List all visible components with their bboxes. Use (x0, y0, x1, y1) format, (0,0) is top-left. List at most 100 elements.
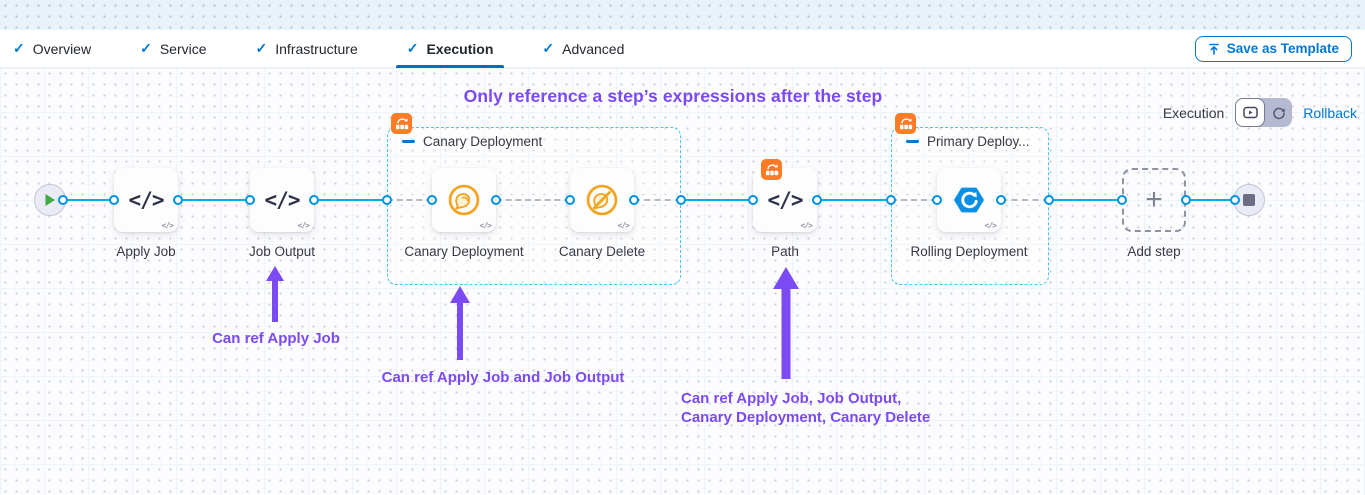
check-icon: ✓ (140, 40, 152, 56)
pipeline-edge (314, 199, 387, 201)
tab-label: Overview (32, 40, 92, 57)
step-node-job-output[interactable]: </> </> (250, 168, 314, 232)
step-type-code-icon: </> (479, 221, 492, 230)
connector-port[interactable] (886, 195, 896, 205)
annotation-note-3-line1: Can ref Apply Job, Job Output, (681, 390, 902, 407)
tab-label: Advanced (562, 40, 625, 57)
connector-port[interactable] (173, 195, 183, 205)
step-node-canary-deployment[interactable]: </> (432, 168, 496, 232)
add-step-button[interactable]: + (1122, 168, 1186, 232)
step-node-apply-job[interactable]: </> </> (114, 168, 178, 232)
collapse-icon[interactable] (906, 140, 919, 143)
step-label-apply-job: Apply Job (116, 244, 176, 259)
annotation-note-2: Can ref Apply Job and Job Output (381, 369, 625, 386)
rolling-deployment-icon (952, 183, 986, 217)
check-icon: ✓ (255, 40, 268, 56)
step-label-rolling-deployment: Rolling Deployment (910, 244, 1028, 259)
connector-port[interactable] (996, 195, 1006, 205)
step-type-code-icon: </> (617, 221, 630, 230)
step-node-canary-delete[interactable]: </> (570, 168, 634, 232)
stop-icon (1243, 194, 1255, 206)
pipeline-edge-dashed (634, 199, 681, 201)
connector-port[interactable] (1044, 195, 1054, 205)
connector-port[interactable] (676, 195, 686, 205)
tab-execution[interactable]: ✓ Execution (395, 30, 505, 68)
connector-port[interactable] (1117, 195, 1127, 205)
step-label-job-output: Job Output (248, 244, 316, 259)
step-type-code-icon: </> (161, 221, 174, 230)
connector-port[interactable] (245, 195, 255, 205)
connector-port[interactable] (932, 195, 942, 205)
step-node-rolling-deployment[interactable]: </> (937, 168, 1001, 232)
annotation-arrow-canary-deployment (450, 286, 470, 360)
code-icon: </> (767, 188, 804, 212)
stage-tab-bar: ✓ Overview ✓ Service ✓ Infrastructure ✓ … (0, 30, 1365, 68)
connector-port[interactable] (491, 195, 501, 205)
rollback-link[interactable]: Rollback (1303, 104, 1357, 121)
step-type-code-icon: </> (297, 221, 310, 230)
step-type-code-icon: </> (984, 221, 997, 230)
rolling-strategy-badge-icon (391, 113, 412, 134)
pipeline-edge-dashed (1001, 199, 1049, 201)
connector-port[interactable] (58, 195, 68, 205)
tab-overview[interactable]: ✓ Overview (2, 30, 102, 67)
collapse-icon[interactable] (402, 140, 415, 143)
rollback-segment[interactable] (1265, 98, 1292, 127)
step-label-path: Path (771, 244, 799, 259)
play-icon (44, 193, 56, 207)
pipeline-edge (63, 199, 114, 201)
execution-segment[interactable] (1235, 98, 1266, 127)
connector-port[interactable] (565, 195, 575, 205)
execution-toggle-label: Execution (1162, 104, 1225, 121)
rollback-icon (1272, 106, 1286, 120)
connector-port[interactable] (382, 195, 392, 205)
pipeline-edge (178, 199, 250, 201)
connector-port[interactable] (1181, 195, 1191, 205)
tab-service[interactable]: ✓ Service (129, 30, 217, 67)
tab-infrastructure[interactable]: ✓ Infrastructure (245, 30, 369, 67)
pipeline-canvas[interactable]: Only reference a step’s expressions afte… (0, 68, 1365, 495)
canvas-top-strip (0, 0, 1365, 30)
execution-rollback-toggle[interactable] (1235, 98, 1293, 127)
code-icon: </> (128, 188, 165, 212)
pipeline-edge (681, 199, 753, 201)
pipeline-edge-dashed (496, 199, 570, 201)
tab-label: Service (159, 40, 207, 57)
step-type-code-icon: </> (800, 221, 813, 230)
annotation-title: Only reference a step’s expressions afte… (463, 86, 883, 106)
check-icon: ✓ (406, 40, 419, 56)
connector-port[interactable] (1230, 195, 1240, 205)
tab-advanced[interactable]: ✓ Advanced (531, 30, 635, 67)
group-label: Primary Deploy... (927, 134, 1030, 149)
add-step-label: Add step (1127, 244, 1181, 259)
connector-port[interactable] (629, 195, 639, 205)
execution-icon (1243, 106, 1258, 119)
check-icon: ✓ (13, 40, 25, 56)
canary-delete-icon (584, 182, 620, 218)
execution-rollback-control: Execution Rollback (1163, 98, 1357, 127)
annotation-note-3-line2: Canary Deployment, Canary Delete (681, 409, 931, 426)
save-as-template-label: Save as Template (1226, 41, 1339, 56)
group-label: Canary Deployment (423, 134, 543, 149)
pipeline-edge (817, 199, 891, 201)
canary-icon (446, 182, 482, 218)
connector-port[interactable] (109, 195, 119, 205)
pipeline-edge (1186, 199, 1235, 201)
connector-port[interactable] (427, 195, 437, 205)
save-as-template-button[interactable]: Save as Template (1194, 35, 1352, 62)
annotation-arrow-job-output (266, 266, 284, 322)
pipeline-edge-dashed (387, 199, 432, 201)
connector-port[interactable] (309, 195, 319, 205)
step-label-canary-deployment: Canary Deployment (404, 244, 524, 259)
step-label-canary-delete: Canary Delete (558, 244, 646, 259)
plus-icon: + (1145, 183, 1163, 216)
pipeline-edge (1049, 199, 1122, 201)
code-icon: </> (264, 188, 301, 212)
annotation-note-3: Can ref Apply Job, Job Output, Canary De… (681, 389, 981, 427)
rolling-strategy-badge-icon (761, 159, 782, 180)
upload-icon (1208, 43, 1220, 55)
connector-port[interactable] (812, 195, 822, 205)
pipeline-edge-dashed (891, 199, 937, 201)
check-icon: ✓ (542, 40, 555, 56)
connector-port[interactable] (748, 195, 758, 205)
